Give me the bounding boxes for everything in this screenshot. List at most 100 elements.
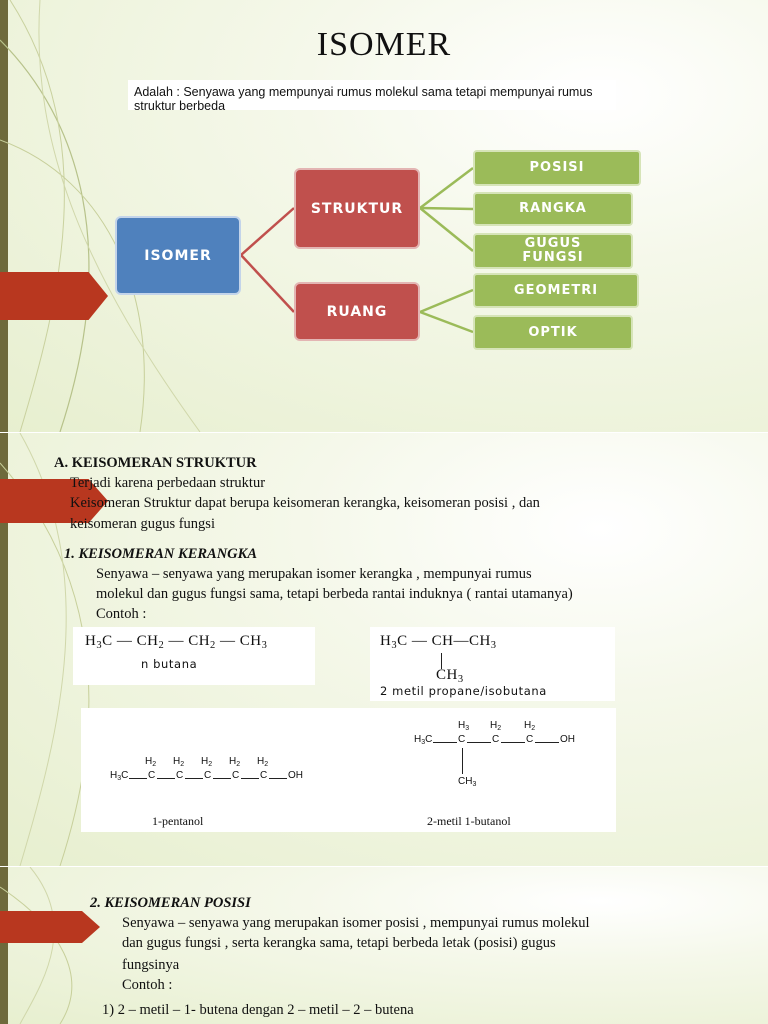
text-line: Terjadi karena perbedaan struktur [70,475,266,491]
bond [535,742,559,743]
atom: H3C [414,734,433,746]
bond [269,778,287,779]
atom: H3 [458,720,469,732]
atom: C [148,770,156,781]
text-line: Keisomeran Struktur dapat berupa keisome… [70,495,540,511]
atom: H [110,770,118,781]
text-line: Senyawa – senyawa yang merupakan isomer … [122,915,590,931]
isobutana-branch: CH3 [436,667,464,685]
atom: OH [560,734,575,745]
atom: CH [239,633,262,649]
bond [213,778,231,779]
atom: H [85,633,97,649]
formula-isobutana: H3C — CH—CH3 CH3 2 metil propane/isobuta… [370,627,615,701]
slide-tab-marker [0,911,100,943]
section-heading: A. KEISOMERAN STRUKTUR [54,455,257,471]
pentanol-label: 1-pentanol [152,814,204,828]
optik-node: OPTIK [473,315,633,350]
atom-sub: 3 [117,774,122,782]
atom-sub: 3 [472,780,477,788]
bond: — [453,633,469,649]
atom: H2 [524,720,536,732]
bond [433,742,457,743]
atom: C [232,770,240,781]
atom: H2 [145,756,156,768]
atom: H2 [229,756,241,768]
bond: — [168,633,184,649]
atom: CH [188,633,211,649]
atom: CH3 [458,776,477,788]
atom: C [260,770,268,781]
text-line: dan gugus fungsi , serta kerangka sama, … [122,935,556,951]
n-butana-formula: H3C — CH2 — CH2 — CH3 [85,633,268,651]
slide-3: 2. KEISOMERAN POSISI Senyawa – senyawa y… [0,867,768,1024]
atom: H2 [201,756,213,768]
atom: C [204,770,212,781]
atom: H [145,756,153,767]
atom-sub: 2 [236,760,241,768]
atom: CH [431,633,454,649]
fungsi-label: FUNGSI [522,250,584,265]
atom-sub: 2 [210,639,216,651]
definition-text: Adalah : Senyawa yang mempunyai rumus mo… [128,80,616,113]
atom-sub: 3 [261,639,268,651]
atom: C [397,633,408,649]
slide-1: ISOMER Adalah : Senyawa yang mempunyai r… [0,0,768,432]
n-butana-label: n butana [141,657,198,671]
posisi-node: POSISI [473,150,641,186]
atom: H2 [173,756,184,768]
atom: OH [288,770,303,781]
atom: H [524,720,532,731]
diagram-connectors [240,167,474,334]
atom-sub: 3 [96,639,103,651]
isomer-node: ISOMER [115,216,241,295]
bond: — [116,633,133,649]
section-heading: 2. KEISOMERAN POSISI [90,895,251,911]
bond [501,742,525,743]
gugus-fungsi-node: GUGUS FUNGSI [473,233,633,269]
text-line: fungsinya [122,957,180,973]
atom: C [425,734,433,745]
text-line: Contoh : [96,606,147,622]
isobutana-formula: H3C — CH—CH3 [380,633,497,651]
atom: H [490,720,498,731]
geometri-node: GEOMETRI [473,273,639,308]
atom: H [257,756,265,767]
bond [157,778,175,779]
atom: C [121,770,129,781]
bond [467,742,491,743]
atom-sub: 2 [531,724,536,732]
pentanol-chain: H3C [110,770,129,782]
atom: C [102,633,113,649]
text-line: Contoh : [122,977,173,993]
struktur-node: STRUKTUR [294,168,420,249]
formula-n-butana: H3C — CH2 — CH2 — CH3 n butana [73,627,315,685]
gugus-label: GUGUS [524,236,582,251]
bond [129,778,147,779]
text-line: Senyawa – senyawa yang merupakan isomer … [96,566,532,582]
bond: — [220,633,236,649]
atom: C [526,734,534,745]
bond: — [411,633,428,649]
text-line: keisomeran gugus fungsi [70,516,215,532]
atom-sub: 3 [457,673,464,685]
ruang-node: RUANG [294,282,420,341]
atom: CH [468,633,491,649]
metil-butanol-label: 2-metil 1-butanol [427,814,511,828]
atom: H [380,633,392,649]
atom: C [458,734,466,745]
atom: H [201,756,209,767]
atom: CH [458,776,473,787]
atom-sub: 3 [421,738,426,746]
slide-tab-marker [0,479,108,523]
atom-sub: 3 [490,639,497,651]
atom-sub: 2 [208,760,213,768]
slide-sidebar [0,867,8,1024]
bond [241,778,259,779]
atom: C [176,770,184,781]
list-item: 1) 2 – metil – 1- butena dengan 2 – meti… [102,1002,414,1018]
atom: CH [136,633,159,649]
bond [185,778,203,779]
atom: H2 [490,720,502,732]
atom-sub: 2 [497,724,502,732]
